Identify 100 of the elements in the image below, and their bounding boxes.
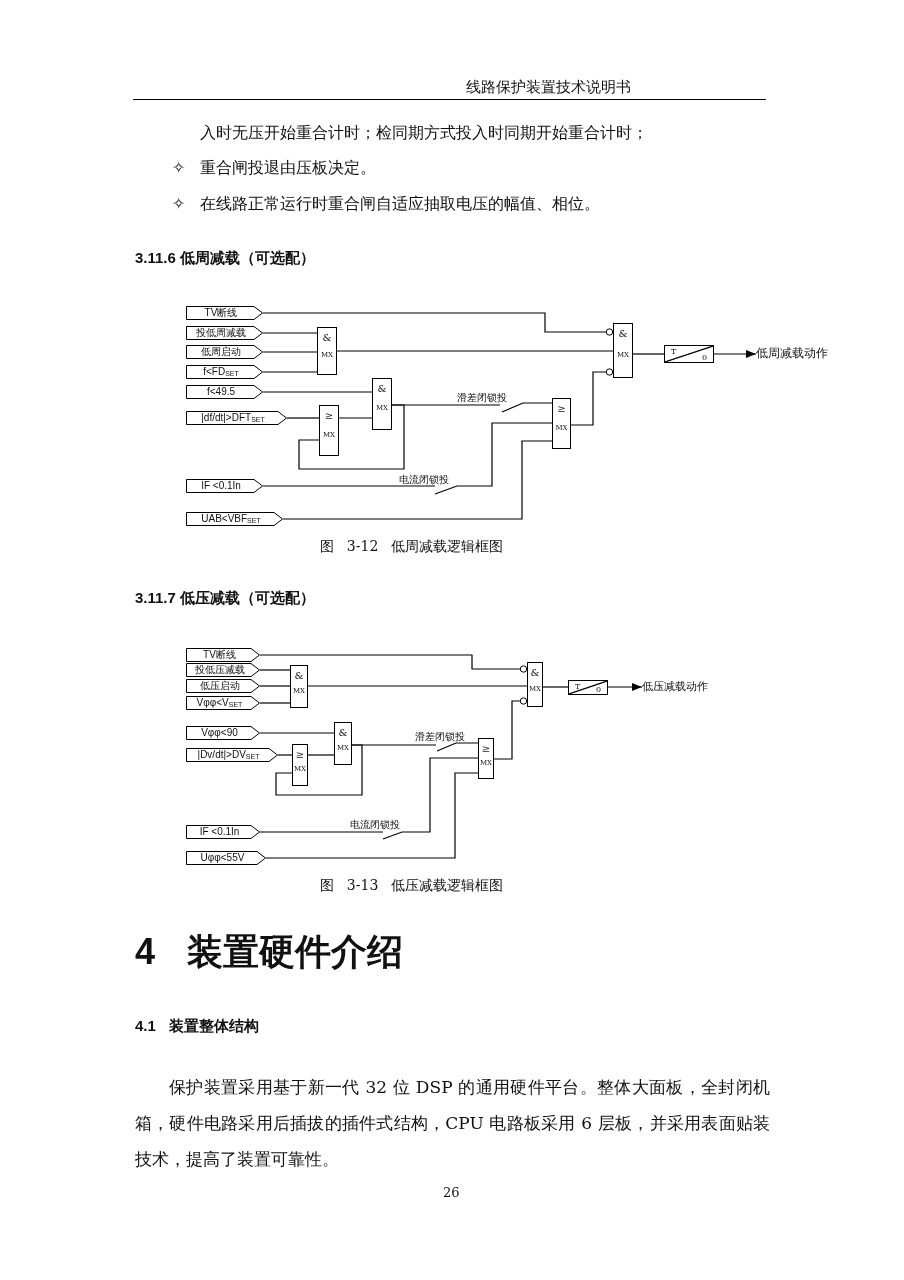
input-signal-tag bbox=[186, 663, 260, 677]
signal-name: f<FD$_{SET}$ bbox=[203, 367, 240, 377]
page-header: 线路保护装置技术说明书 bbox=[466, 78, 631, 96]
page-number: 26 bbox=[443, 1185, 460, 1201]
inverted-input-line bbox=[570, 368, 614, 426]
input-signal-tag bbox=[186, 696, 260, 710]
input-signal-tag bbox=[186, 648, 260, 662]
signal-line bbox=[259, 732, 335, 734]
signal-line bbox=[259, 757, 479, 840]
signal-line bbox=[307, 754, 335, 756]
and-gate bbox=[317, 327, 337, 375]
gate-symbol: & bbox=[617, 329, 629, 339]
signal-line bbox=[277, 754, 293, 756]
signal-name: |df/dt|>DFT$_{SET}$ bbox=[201, 413, 266, 423]
inverted-input-line bbox=[493, 697, 528, 760]
gate-symbol: ≥ bbox=[323, 411, 335, 421]
or-gate bbox=[319, 405, 339, 456]
input-signal-tag bbox=[186, 306, 263, 320]
signal-line bbox=[275, 744, 363, 796]
timer-block bbox=[568, 680, 608, 695]
or-gate bbox=[292, 744, 308, 786]
edge-label: 滑差闭锁投 bbox=[414, 732, 466, 742]
output-signal-label: 低压减载动作 bbox=[642, 681, 712, 694]
gate-symbol: & bbox=[321, 333, 333, 343]
signal-line bbox=[262, 371, 318, 373]
and-gate bbox=[372, 378, 392, 430]
section-heading: 3.11.7 低压减载（可选配） bbox=[135, 589, 316, 607]
input-signal-tag bbox=[186, 679, 260, 693]
signal-line bbox=[262, 422, 553, 495]
signal-line bbox=[262, 332, 318, 334]
signal-line bbox=[259, 702, 291, 704]
signal-line bbox=[307, 685, 528, 687]
inverted-input-line bbox=[259, 654, 528, 673]
input-signal-tag bbox=[186, 851, 266, 865]
gate-symbol: ≥ bbox=[556, 404, 567, 414]
gate-symbol: & bbox=[337, 728, 349, 738]
chapter-heading: 4 装置硬件介绍 bbox=[135, 930, 403, 974]
signal-name: UAB<VBF$_{SET}$ bbox=[201, 514, 262, 524]
edge-label: 滑差闭锁投 bbox=[456, 393, 508, 403]
timer-input-label: T bbox=[671, 348, 677, 356]
gate-symbol: & bbox=[293, 671, 305, 681]
signal-name: IF <0.1In bbox=[199, 827, 241, 837]
input-signal-tag bbox=[186, 726, 260, 740]
gate-symbol: & bbox=[376, 384, 388, 394]
signal-name: 投低周减载 bbox=[196, 328, 247, 338]
signal-name: IF <0.1In bbox=[201, 481, 242, 491]
signal-name: Vφφ<V$_{SET}$ bbox=[196, 698, 244, 708]
figure-caption: 图 3-13 低压减载逻辑框图 bbox=[320, 877, 504, 894]
signal-name: |Dv/dt|>DV$_{SET}$ bbox=[197, 750, 261, 760]
signal-line bbox=[286, 417, 320, 419]
body-paragraph: 保护装置采用基于新一代 32 位 DSP 的通用硬件平台。整体大面板，全封闭机箱，硬件电路采用后插拔的插件式结构，CPU 电路板采用 6 层板，并采用表面贴装技术，提高了装置可靠性。 bbox=[135, 1076, 770, 1171]
signal-line bbox=[391, 402, 553, 413]
edge-label: 电流闭锁投 bbox=[349, 820, 401, 830]
signal-line bbox=[282, 440, 553, 520]
signal-name: TV断线 bbox=[203, 650, 237, 660]
gate-symbol: & bbox=[529, 668, 541, 678]
signal-line bbox=[351, 742, 479, 752]
input-signal-tag bbox=[186, 825, 260, 839]
and-gate bbox=[527, 662, 543, 707]
input-signal-tag bbox=[186, 411, 287, 425]
or-gate bbox=[552, 398, 571, 449]
subsection-heading: 4.1 装置整体结构 bbox=[135, 1017, 260, 1035]
input-signal-tag bbox=[186, 748, 278, 762]
signal-line bbox=[262, 351, 318, 353]
input-signal-tag bbox=[186, 326, 263, 340]
signal-line bbox=[259, 669, 291, 671]
section-heading: 3.11.6 低周减载（可选配） bbox=[135, 249, 316, 267]
signal-line bbox=[542, 686, 569, 688]
signal-name: f<49.5 bbox=[206, 387, 237, 397]
timer-block bbox=[664, 345, 714, 363]
signal-name: 低压启动 bbox=[199, 681, 241, 691]
edge-label: 电流闭锁投 bbox=[398, 475, 450, 485]
signal-line bbox=[262, 391, 373, 393]
gate-symbol: ≥ bbox=[480, 744, 492, 754]
input-signal-tag bbox=[186, 512, 283, 526]
or-gate bbox=[478, 738, 494, 779]
signal-name: 低周启动 bbox=[201, 347, 242, 357]
signal-name: TV断线 bbox=[204, 308, 239, 318]
body-text: 入时无压开始重合计时；检同期方式投入时同期开始重合计时； bbox=[200, 123, 648, 143]
timer-input-label: T bbox=[575, 683, 581, 691]
output-arrow bbox=[607, 683, 643, 691]
signal-line bbox=[259, 685, 291, 687]
signal-name: 投低压减载 bbox=[194, 665, 246, 675]
signal-line bbox=[336, 350, 614, 352]
input-signal-tag bbox=[186, 365, 263, 379]
input-signal-tag bbox=[186, 479, 263, 493]
signal-name: Vφφ<90 bbox=[201, 728, 239, 738]
output-arrow bbox=[713, 350, 757, 358]
timer-output-label: 0 bbox=[701, 354, 707, 362]
signal-line bbox=[338, 417, 373, 419]
and-gate bbox=[334, 722, 352, 765]
input-signal-tag bbox=[186, 345, 263, 359]
gate-symbol: ≥ bbox=[294, 750, 306, 760]
signal-line bbox=[632, 353, 665, 355]
output-signal-label: 低周减载动作 bbox=[756, 347, 832, 361]
figure-caption: 图 3-12 低周减载逻辑框图 bbox=[320, 538, 504, 555]
signal-name: Uφφ<55V bbox=[200, 853, 246, 863]
timer-output-label: 0 bbox=[595, 686, 601, 694]
inverted-input-line bbox=[262, 312, 614, 336]
bullet-item: ✧ 在线路正常运行时重合闸自适应抽取电压的幅值、相位。 bbox=[172, 194, 600, 214]
